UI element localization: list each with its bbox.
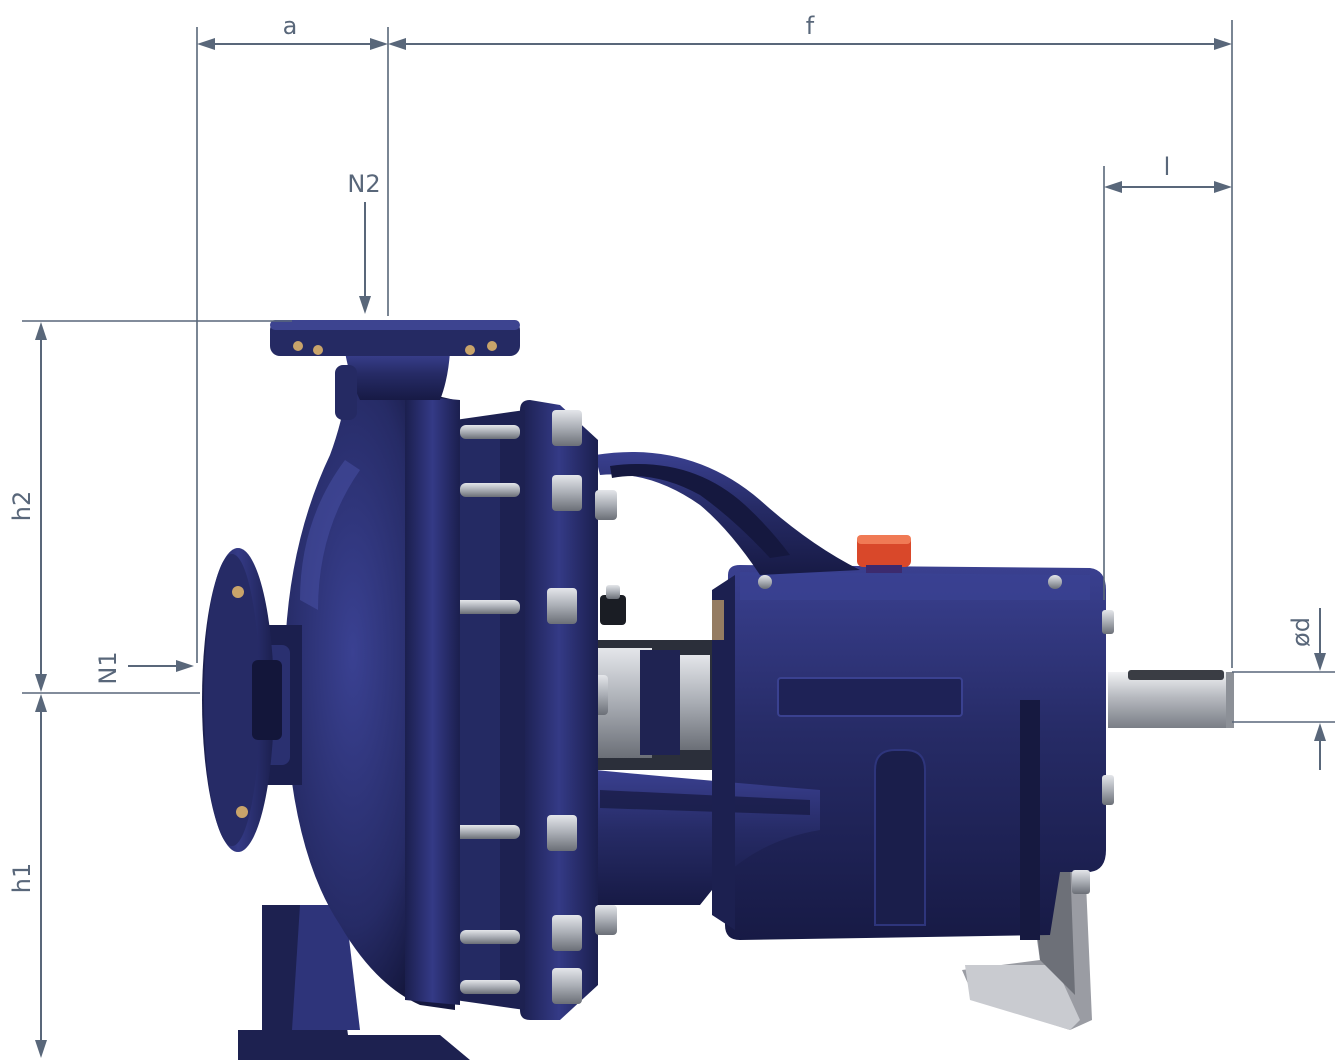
label-a: a: [283, 12, 298, 40]
pump-illustration: [202, 320, 1234, 1060]
pointer-n2: N2: [347, 170, 381, 314]
label-h1: h1: [8, 863, 36, 893]
label-f: f: [806, 12, 815, 40]
discharge-flange: [270, 320, 520, 356]
label-n2: N2: [347, 170, 380, 198]
discharge-nozzle: [345, 352, 450, 400]
casing-cover: [520, 400, 598, 1020]
dimension-a: a: [197, 12, 388, 50]
dimension-h1: h1: [8, 694, 47, 1058]
dimension-h2: h2: [8, 322, 47, 692]
dimension-l: l: [1104, 153, 1232, 193]
label-od: ød: [1287, 617, 1315, 647]
dimension-od: ød: [1287, 608, 1326, 770]
label-n1: N1: [94, 651, 122, 684]
label-l: l: [1164, 153, 1171, 181]
suction-flange: [202, 548, 302, 852]
pointer-n1: N1: [94, 651, 194, 685]
pump-shaft: [1108, 672, 1232, 728]
flange-nuts: [547, 410, 617, 1004]
tie-rods: [445, 425, 520, 994]
label-h2: h2: [8, 491, 36, 521]
dimension-f: f: [388, 12, 1232, 50]
mechanical-seal: [588, 585, 720, 770]
dimension-overlay: a f l N2 N1: [8, 12, 1335, 1058]
